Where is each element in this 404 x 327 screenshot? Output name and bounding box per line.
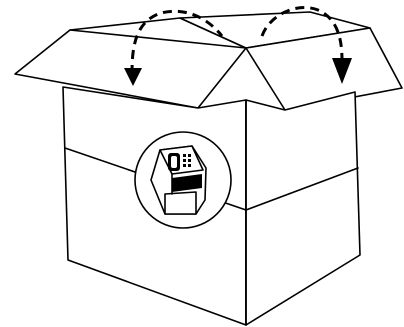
- fingerprint-scanner-icon: [150, 145, 207, 215]
- tape-seam-side: [245, 167, 359, 211]
- device-badge: [134, 131, 232, 229]
- fold-arrow-right: [260, 6, 352, 84]
- box-side-face: [245, 91, 361, 326]
- fold-arrow-left: [124, 9, 224, 86]
- right-flap: [245, 27, 403, 111]
